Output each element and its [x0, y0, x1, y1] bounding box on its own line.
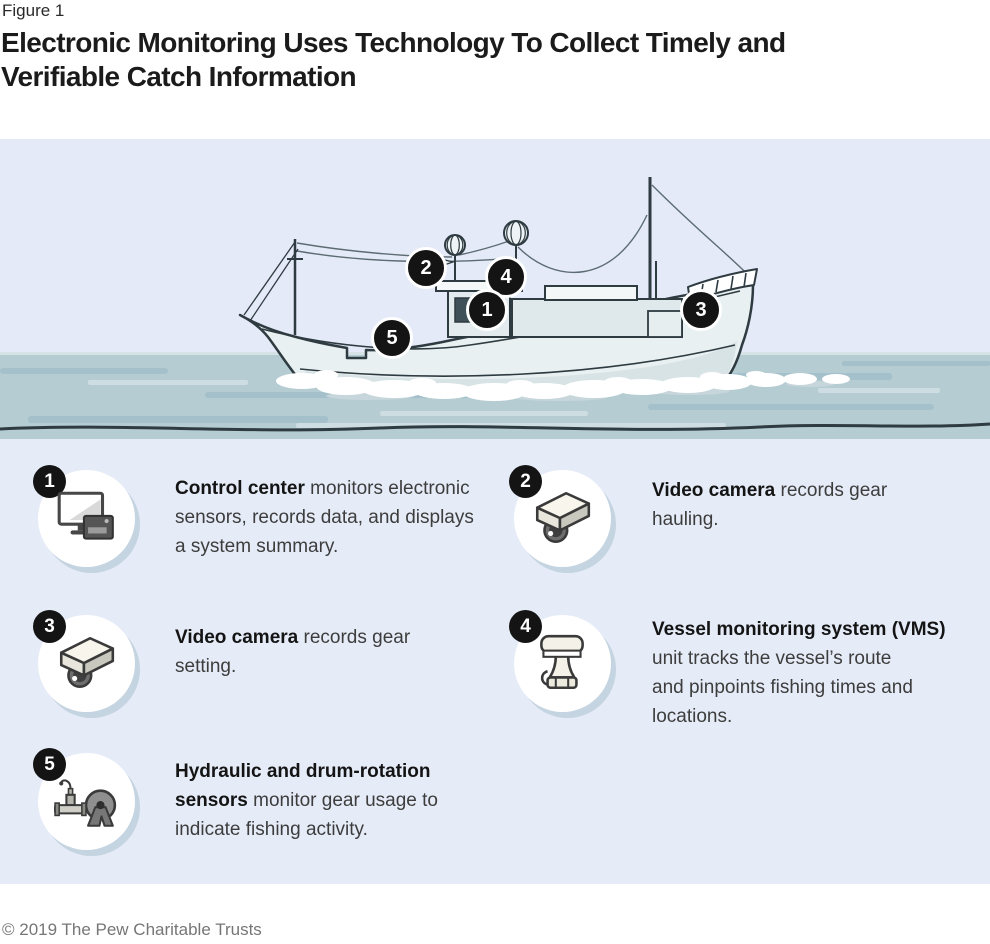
legend-item-1-text: Control center monitors electronic senso…: [175, 478, 474, 557]
legend-item-5-number: 5: [33, 748, 66, 781]
vms-icon: [529, 630, 595, 696]
boat-marker-3: 3: [680, 289, 722, 331]
legend-item-3-number: 3: [33, 610, 66, 643]
legend-item-2-circle: 2: [509, 465, 611, 567]
legend-item-2-text: Video camera records gear hauling.: [652, 480, 888, 530]
legend-item-4-number: 4: [509, 610, 542, 643]
copyright: © 2019 The Pew Charitable Trusts: [2, 920, 262, 939]
figure-label: Figure 1: [2, 1, 65, 20]
video-camera-icon: [529, 485, 595, 551]
page-title: Electronic Monitoring Uses Technology To…: [1, 27, 786, 92]
boat-marker-5: 5: [371, 317, 413, 359]
boat-marker-2: 2: [405, 247, 447, 289]
video-camera-icon: [53, 630, 119, 696]
boat-marker-1: 1: [466, 289, 508, 331]
boat-scene: 2 4 1 5 3: [0, 139, 990, 439]
legend-item-5-text: Hydraulic and drum-rotation sensors moni…: [175, 761, 438, 840]
legend-item-3-circle: 3: [33, 610, 135, 712]
legend-item-5-circle: 5: [33, 748, 135, 850]
control-center-icon: [53, 485, 119, 551]
legend-item-1-circle: 1: [33, 465, 135, 567]
legend-item-3-text: Video camera records gear setting.: [175, 627, 411, 677]
boat-illustration: [0, 139, 990, 439]
illustration-panel: 2 4 1 5 3 1 Control center mo: [0, 139, 990, 884]
legend-item-4-text: Vessel monitoring system (VMS) unit trac…: [652, 619, 946, 727]
sensors-icon: [53, 768, 119, 834]
legend-item-2-number: 2: [509, 465, 542, 498]
legend-item-4-circle: 4: [509, 610, 611, 712]
